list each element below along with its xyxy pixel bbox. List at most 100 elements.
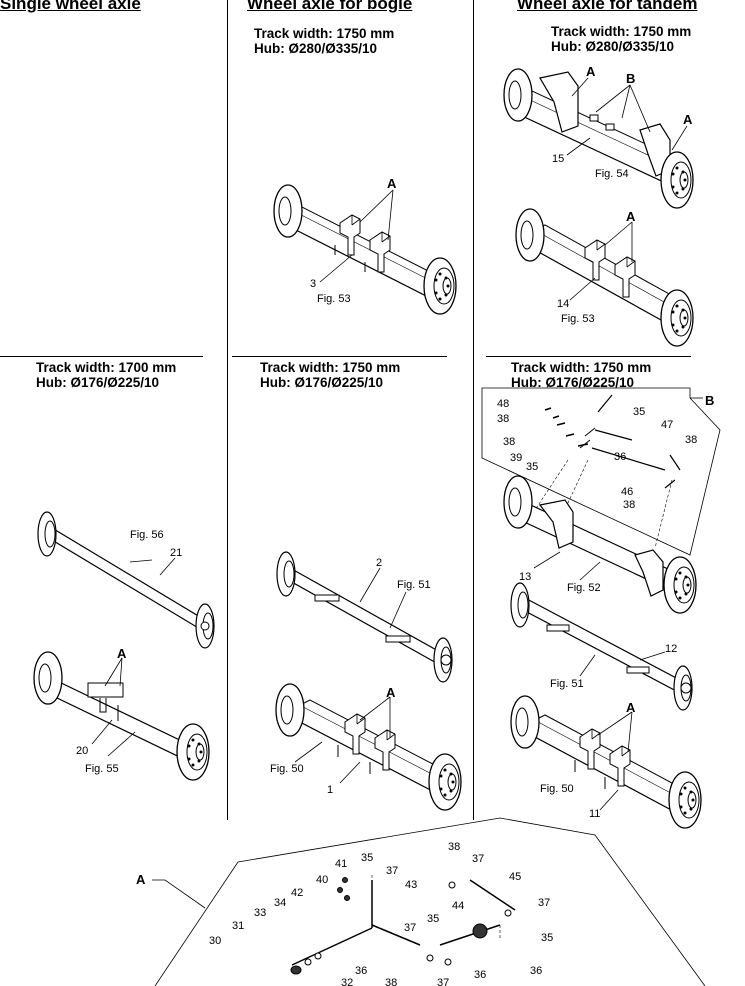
spec-bogie-top: Track width: 1750 mm Hub: Ø280/Ø335/10: [254, 26, 394, 56]
part-number-35: 35: [541, 932, 553, 944]
callout-A: A: [386, 685, 396, 700]
axle-fig56-single: Fig. 56 21: [37, 511, 215, 649]
figure-label-fig54: Fig. 54: [595, 168, 629, 180]
part-number-37: 37: [404, 922, 416, 934]
spec-single-mid: Track width: 1700 mm Hub: Ø176/Ø225/10: [36, 360, 176, 390]
axle-fig54-tandem: A B A 15 Fig. 54: [503, 64, 694, 209]
hub-label: Hub: Ø280/Ø335/10: [254, 41, 378, 56]
figure-label-fig53: Fig. 53: [561, 313, 595, 325]
part-number-39: 39: [510, 452, 522, 464]
figure-label-fig51: Fig. 51: [397, 579, 431, 591]
part-number-46: 46: [621, 486, 633, 498]
header-wheel-axle-bogie: Wheel axle for bogie: [247, 0, 413, 13]
part-number-48: 48: [497, 398, 509, 410]
figure-label-fig51: Fig. 51: [550, 678, 584, 690]
part-number-38: 38: [685, 434, 697, 446]
hub-label: Hub: Ø280/Ø335/10: [551, 39, 675, 54]
part-number-31: 31: [232, 920, 244, 932]
header-wheel-axle-tandem: Wheel axle for tandem: [517, 0, 698, 13]
part-number-35: 35: [526, 461, 538, 473]
axle-fig55-single: A 20 Fig. 55: [33, 646, 210, 781]
part-number-21: 21: [170, 547, 182, 559]
callout-A: A: [626, 700, 636, 715]
part-number-42: 42: [291, 887, 303, 899]
part-number-37: 37: [437, 977, 449, 986]
part-number-38: 38: [623, 499, 635, 511]
track-width-label: Track width: 1700 mm: [36, 360, 177, 375]
part-number-35: 35: [361, 852, 373, 864]
part-number-13: 13: [519, 571, 531, 583]
part-number-35: 35: [633, 406, 645, 418]
callout-A: A: [387, 176, 397, 191]
callout-A: A: [117, 646, 127, 661]
spec-tandem-mid: Track width: 1750 mm Hub: Ø176/Ø225/10: [511, 360, 651, 390]
figure-label-fig52: Fig. 52: [567, 582, 601, 594]
hub-label: Hub: Ø176/Ø225/10: [36, 375, 160, 390]
part-number-2: 2: [376, 557, 382, 569]
hub-label: Hub: Ø176/Ø225/10: [511, 375, 635, 390]
axle-fig51-bogie: 2 Fig. 51: [276, 551, 453, 683]
part-number-37: 37: [538, 897, 550, 909]
section-rule-single: [0, 356, 203, 357]
part-number-11: 11: [589, 808, 600, 820]
part-number-12: 12: [665, 643, 677, 655]
callout-B: B: [705, 393, 714, 408]
part-number-38: 38: [503, 436, 515, 448]
figure-label-fig55: Fig. 55: [85, 763, 119, 775]
part-number-41: 41: [335, 858, 347, 870]
track-width-label: Track width: 1750 mm: [511, 360, 652, 375]
axle-fig53-tandem: A 14 Fig. 53: [515, 208, 694, 347]
part-number-40: 40: [316, 874, 328, 886]
part-number-47: 47: [661, 419, 673, 431]
axle-fig50-bogie: A Fig. 50 1: [270, 683, 462, 811]
track-width-label: Track width: 1750 mm: [260, 360, 401, 375]
axle-fig53-bogie: A 3 Fig. 53: [273, 176, 457, 315]
part-number-3: 3: [310, 278, 316, 290]
part-number-36: 36: [355, 965, 367, 977]
header-single-wheel-axle: Single wheel axle: [0, 0, 141, 13]
part-number-37: 37: [472, 853, 484, 865]
callout-A: A: [136, 872, 146, 887]
part-number-34: 34: [274, 897, 286, 909]
figure-label-fig50: Fig. 50: [540, 783, 574, 795]
part-number-32: 32: [341, 977, 353, 986]
figure-label-fig56: Fig. 56: [130, 529, 164, 541]
hub-label: Hub: Ø176/Ø225/10: [260, 375, 384, 390]
callout-A: A: [626, 209, 636, 224]
part-number-33: 33: [254, 907, 266, 919]
figure-label-fig53: Fig. 53: [317, 293, 351, 305]
axle-fig52-tandem: B 48 38 35 47 38 38 36 39 35 46 38 13 Fi…: [481, 387, 721, 614]
part-number-20: 20: [76, 745, 88, 757]
exploded-detail-A: A 30 31 33 34 42 40 41 35 37 43 37 35 44…: [136, 817, 706, 986]
part-number-35: 35: [427, 913, 439, 925]
column-divider-right: [473, 0, 474, 820]
part-number-1: 1: [327, 784, 333, 796]
track-width-label: Track width: 1750 mm: [254, 26, 395, 41]
axle-fig51-tandem: 12 Fig. 51: [510, 582, 693, 711]
part-number-43: 43: [405, 879, 417, 891]
part-number-37: 37: [386, 865, 398, 877]
spec-bogie-mid: Track width: 1750 mm Hub: Ø176/Ø225/10: [260, 360, 400, 390]
column-divider-left: [227, 0, 228, 820]
part-number-30: 30: [209, 935, 221, 947]
track-width-label: Track width: 1750 mm: [551, 24, 692, 39]
part-number-36: 36: [614, 451, 626, 463]
section-rule-bogie: [232, 356, 447, 357]
part-number-38: 38: [385, 977, 397, 986]
part-number-36: 36: [474, 969, 486, 981]
axle-fig50-tandem: A Fig. 50 11: [510, 695, 702, 829]
callout-B: B: [626, 71, 635, 86]
section-rule-tandem: [486, 356, 691, 357]
part-number-36: 36: [530, 965, 542, 977]
part-number-14: 14: [557, 298, 569, 310]
part-number-44: 44: [452, 900, 464, 912]
part-number-45: 45: [509, 871, 521, 883]
part-number-38: 38: [448, 841, 460, 853]
callout-A: A: [683, 112, 693, 127]
callout-A: A: [586, 64, 596, 79]
figure-label-fig50: Fig. 50: [270, 763, 304, 775]
part-number-15: 15: [552, 153, 564, 165]
part-number-38: 38: [497, 413, 509, 425]
spec-tandem-top: Track width: 1750 mm Hub: Ø280/Ø335/10: [551, 24, 691, 54]
